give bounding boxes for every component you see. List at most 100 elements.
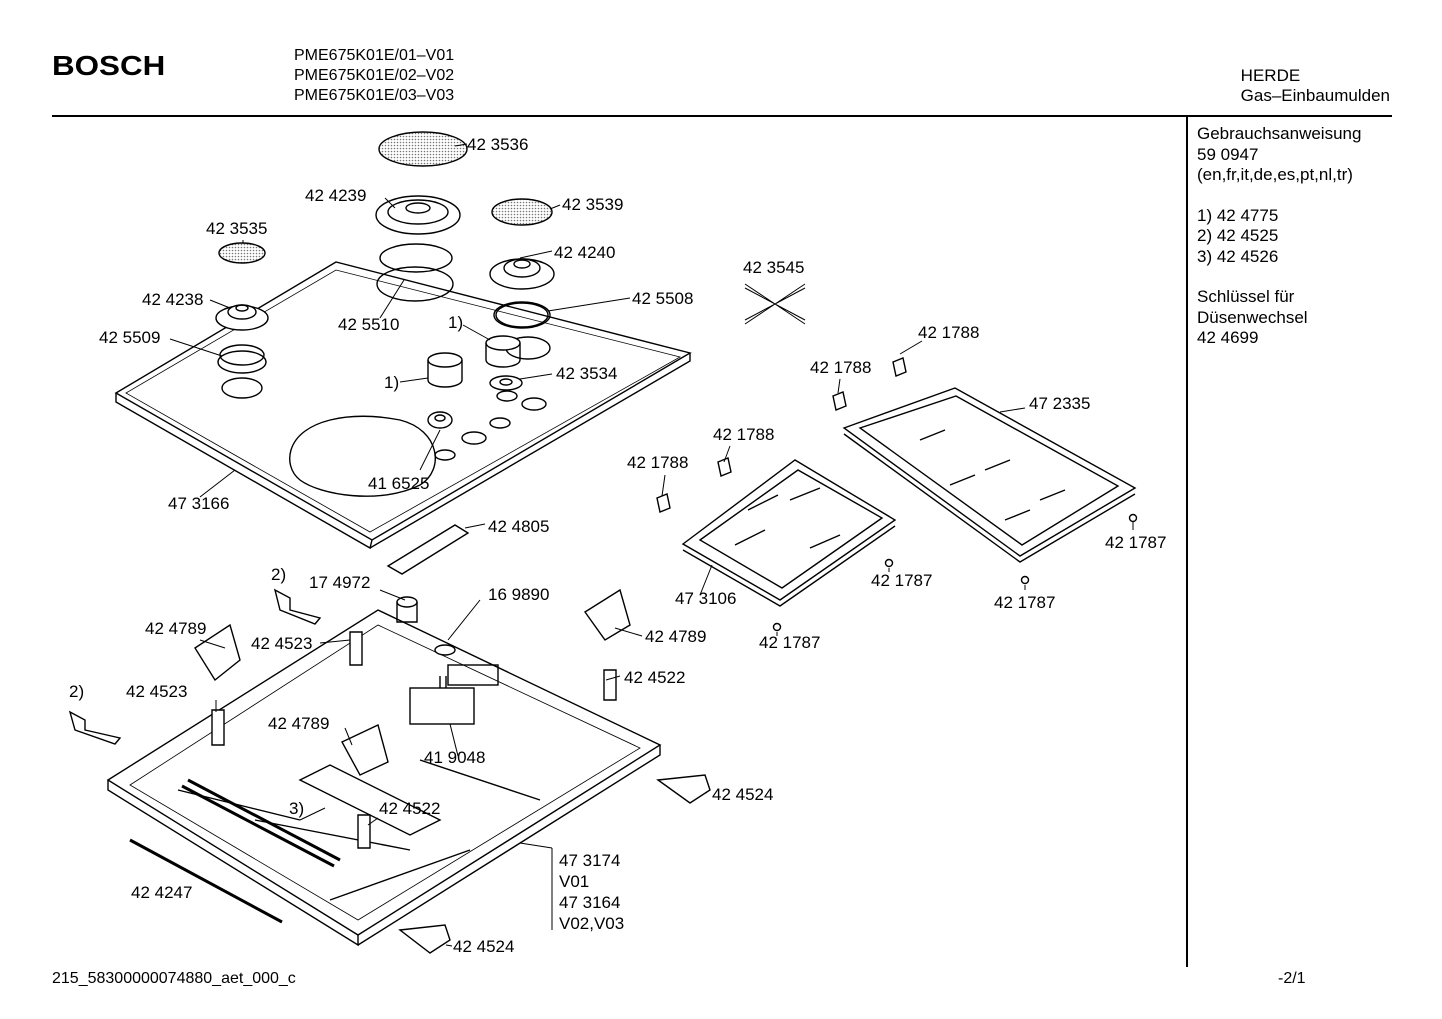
part-label: 42 3545 <box>743 258 804 277</box>
part-label: 42 1788 <box>627 453 688 472</box>
part-labels: 42 3536 42 4239 42 3539 42 3535 42 4240 … <box>69 135 1166 956</box>
model-2: PME675K01E/02–V02 <box>294 67 455 84</box>
burner-head-large <box>375 195 461 235</box>
part-label: 42 4522 <box>379 799 440 818</box>
knob-ring <box>489 375 523 391</box>
leader-lines <box>169 143 1134 947</box>
gas-inlet <box>396 596 418 623</box>
model-list: PME675K01E/01–V01 PME675K01E/02–V02 PME6… <box>294 46 454 106</box>
fixing-clip <box>656 774 711 804</box>
fixing-clip <box>194 623 241 682</box>
model-3: PME675K01E/03–V03 <box>294 87 455 104</box>
part-label: 42 4240 <box>554 243 615 262</box>
gasket-strip <box>129 838 283 924</box>
part-label: 42 4523 <box>126 682 187 701</box>
subcategory: Gas–Einbaumulden <box>1240 86 1390 105</box>
pan-support-large <box>842 387 1137 563</box>
part-label: 42 1787 <box>1105 533 1166 552</box>
part-label: 2) <box>69 682 84 701</box>
part-label: 42 1788 <box>713 425 774 444</box>
note-2: 2) 42 4525 <box>1197 226 1279 245</box>
sealing-ring <box>495 302 549 328</box>
part-label: 16 9890 <box>488 585 549 604</box>
manual-languages: (en,fr,it,de,es,pt,nl,tr) <box>1197 165 1353 184</box>
control-knob <box>427 352 463 388</box>
part-label: 3) <box>289 799 304 818</box>
part-label: 47 3174 <box>559 851 620 870</box>
bottom-tray <box>106 609 662 947</box>
part-label: 41 6525 <box>368 474 429 493</box>
part-label: 1) <box>448 313 463 332</box>
burner-cap-medium <box>491 198 553 226</box>
part-label: 47 2335 <box>1029 394 1090 413</box>
rubber-foot <box>772 513 1138 632</box>
part-label: 42 5510 <box>338 315 399 334</box>
gas-valve <box>409 644 475 725</box>
burner-cap-large <box>378 131 468 167</box>
control-knob <box>485 335 521 368</box>
part-label: 42 4789 <box>145 619 206 638</box>
part-label: 42 4524 <box>712 785 773 804</box>
part-label: 41 9048 <box>424 748 485 767</box>
knob-bezel <box>427 411 453 429</box>
burner-head-small <box>215 304 269 331</box>
part-label: 42 4789 <box>268 714 329 733</box>
document-id: 215_58300000074880_aet_000_c <box>52 970 296 987</box>
part-label: 42 5509 <box>99 328 160 347</box>
key-number: 42 4699 <box>1197 328 1259 347</box>
part-label: 42 5508 <box>632 289 693 308</box>
part-label: 42 1787 <box>871 571 932 590</box>
part-label: 42 4805 <box>488 517 549 536</box>
page-number: -2/1 <box>1278 970 1306 987</box>
part-label: 42 4239 <box>305 186 366 205</box>
spring-clip <box>744 283 806 325</box>
note-1: 1) 42 4775 <box>1197 205 1279 225</box>
sealing-ring <box>379 243 453 273</box>
hob-top-plate <box>114 261 692 550</box>
mounting-bracket <box>273 588 322 625</box>
mounting-bracket <box>68 710 122 745</box>
part-label: 42 4523 <box>251 634 312 653</box>
pan-support-small <box>681 459 897 607</box>
part-label: 47 3106 <box>675 589 736 608</box>
part-label: 42 4522 <box>624 668 685 687</box>
part-label: 42 3536 <box>467 135 528 154</box>
manual-label: Gebrauchsanweisung <box>1197 124 1362 143</box>
part-label: 47 3164 <box>559 893 620 912</box>
part-label: 42 4789 <box>645 627 706 646</box>
part-label: 42 1787 <box>759 633 820 652</box>
burner-cap-small <box>218 242 266 264</box>
bracket <box>386 524 470 575</box>
part-label: 42 1788 <box>810 358 871 377</box>
brand-logo: BOSCH <box>52 50 166 81</box>
key-label-1: Schlüssel für <box>1197 287 1295 306</box>
fixing-clip <box>583 588 631 641</box>
category-block: HERDE Gas–Einbaumulden <box>1241 66 1390 106</box>
burner-head-medium <box>489 258 555 290</box>
part-label: 1) <box>384 373 399 392</box>
part-label: 42 3539 <box>562 195 623 214</box>
part-label: 42 1788 <box>918 323 979 342</box>
part-label: 42 4238 <box>142 290 203 309</box>
part-label: 42 3534 <box>556 364 617 383</box>
part-label: 17 4972 <box>309 573 370 592</box>
part-label: 42 4247 <box>131 883 192 902</box>
key-label-2: Düsenwechsel <box>1197 307 1308 327</box>
part-label: 42 4524 <box>453 937 514 956</box>
fixing-clip <box>398 924 451 954</box>
part-label: 42 3535 <box>206 219 267 238</box>
part-label: 42 1787 <box>994 593 1055 612</box>
sidebar-divider <box>1186 117 1188 967</box>
fixing-clip <box>341 724 389 776</box>
part-label: 2) <box>271 565 286 584</box>
header-rule <box>52 115 1392 117</box>
model-1: PME675K01E/01–V01 <box>294 47 455 64</box>
category: HERDE <box>1240 66 1301 85</box>
part-label: V01 <box>559 872 589 891</box>
sidebar-notes: Gebrauchsanweisung 59 0947 (en,fr,it,de,… <box>1197 124 1361 349</box>
part-label: 47 3166 <box>168 494 229 513</box>
manual-number: 59 0947 <box>1197 144 1259 164</box>
part-label: V02,V03 <box>559 914 624 933</box>
note-3: 3) 42 4526 <box>1197 246 1279 266</box>
